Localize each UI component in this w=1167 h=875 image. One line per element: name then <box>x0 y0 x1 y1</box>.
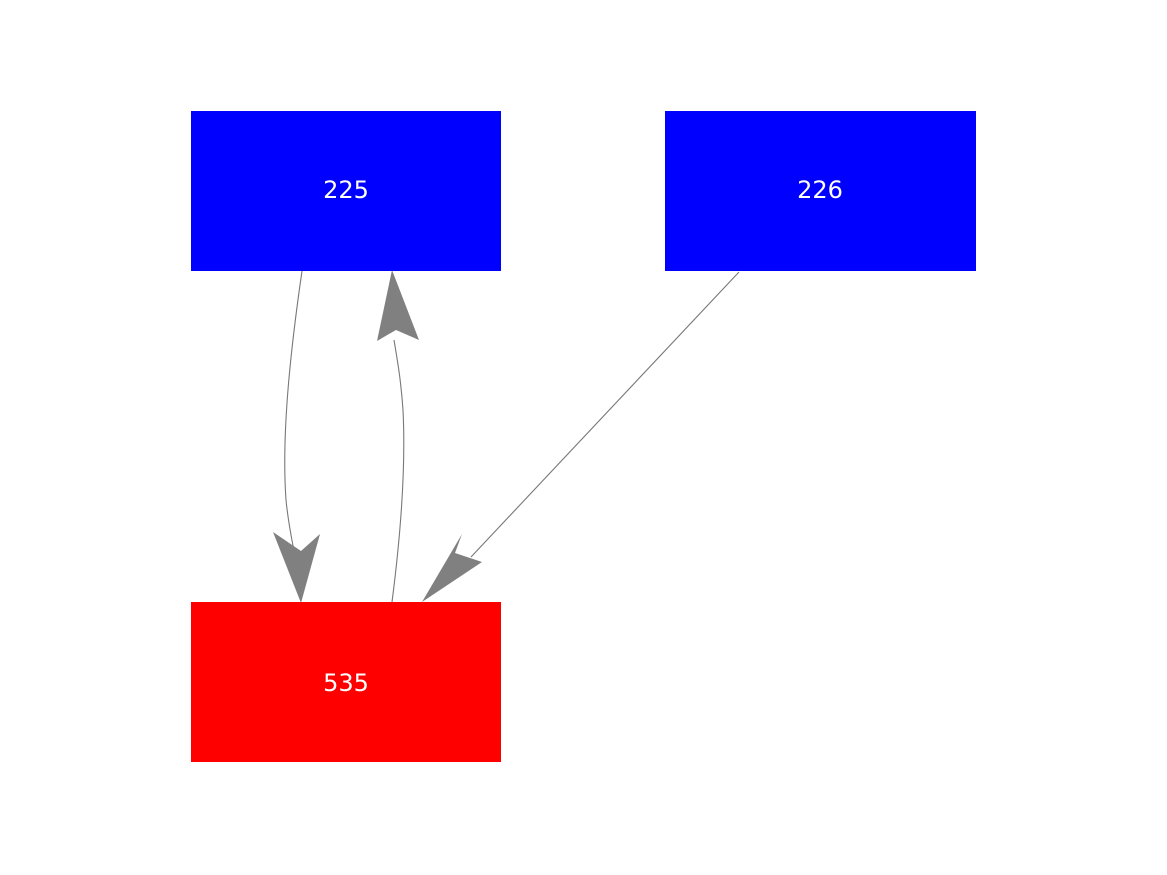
edge-226-to-535[interactable] <box>422 271 740 602</box>
node-226[interactable]: 226 <box>665 111 976 271</box>
edge-225-to-535[interactable] <box>273 270 320 603</box>
arrowhead-icon <box>377 270 419 341</box>
edge-line <box>284 270 303 586</box>
node-box[interactable] <box>665 111 976 271</box>
edge-line <box>391 339 405 603</box>
arrowhead-icon <box>422 534 482 602</box>
nodes-layer: 225 226 535 <box>191 111 976 762</box>
arrowhead-icon <box>273 532 320 603</box>
node-box[interactable] <box>191 111 501 271</box>
node-box[interactable] <box>191 602 501 762</box>
edge-line <box>470 271 740 558</box>
node-535[interactable]: 535 <box>191 602 501 762</box>
edge-535-to-225[interactable] <box>377 270 419 603</box>
node-225[interactable]: 225 <box>191 111 501 271</box>
edges-layer <box>273 270 740 603</box>
